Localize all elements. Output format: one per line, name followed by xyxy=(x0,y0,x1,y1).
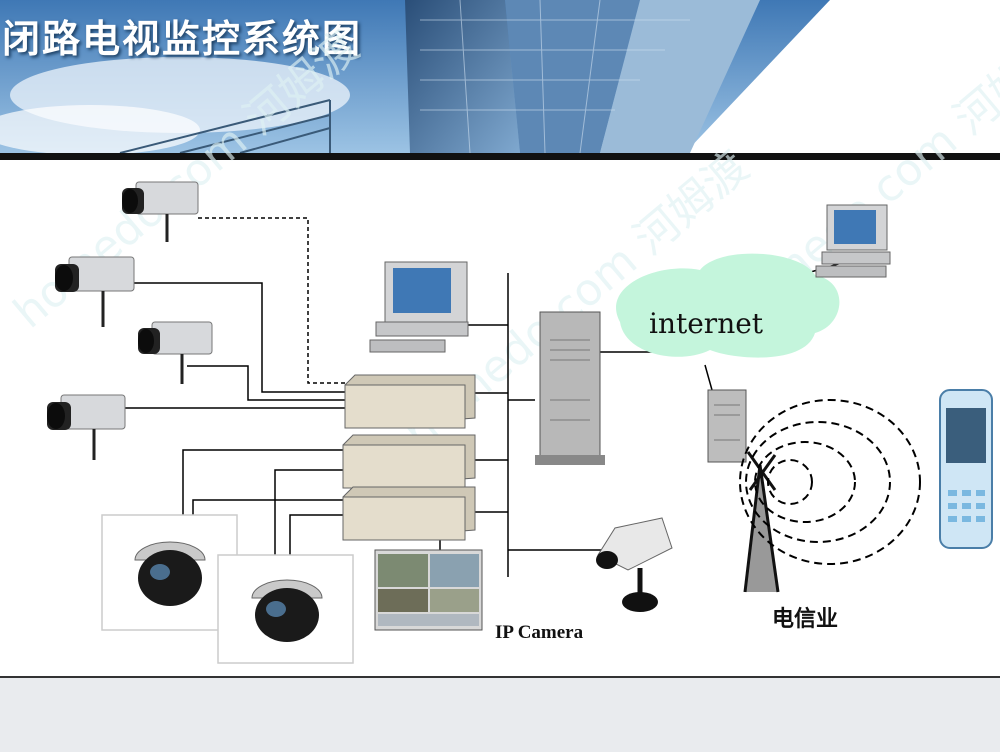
header-building-image xyxy=(0,0,1000,160)
header-banner: 闭路电视监控系统图 xyxy=(0,0,1000,160)
desktop-computer-icon xyxy=(369,261,469,353)
server-icon xyxy=(535,311,605,465)
dvr-icon xyxy=(342,486,476,541)
signal-waves xyxy=(739,399,921,565)
box-camera-icon xyxy=(138,321,213,384)
footer-band xyxy=(0,676,1000,752)
monitor-screen-icon xyxy=(374,549,483,631)
dome-camera-icon xyxy=(101,514,238,631)
telecom-label: 电信业 xyxy=(772,606,838,632)
dvr-icon xyxy=(342,434,476,489)
server-icon xyxy=(707,389,747,463)
page-title: 闭路电视监控系统图 xyxy=(2,17,363,61)
internet-label: internet xyxy=(649,307,764,340)
mobile-phone-icon xyxy=(939,389,993,549)
box-camera-icon xyxy=(47,394,126,460)
ip-camera-icon xyxy=(596,517,673,612)
ip-camera-label: IP Camera xyxy=(495,622,584,643)
box-camera-icon xyxy=(55,256,135,327)
dvr-icon xyxy=(344,374,476,429)
antenna-tower-icon xyxy=(743,451,780,593)
internet-cloud-icon xyxy=(616,253,840,358)
dome-camera-icon xyxy=(217,554,354,664)
desktop-computer-icon xyxy=(815,204,891,278)
connection-lines xyxy=(120,217,846,590)
box-camera-icon xyxy=(122,181,199,242)
